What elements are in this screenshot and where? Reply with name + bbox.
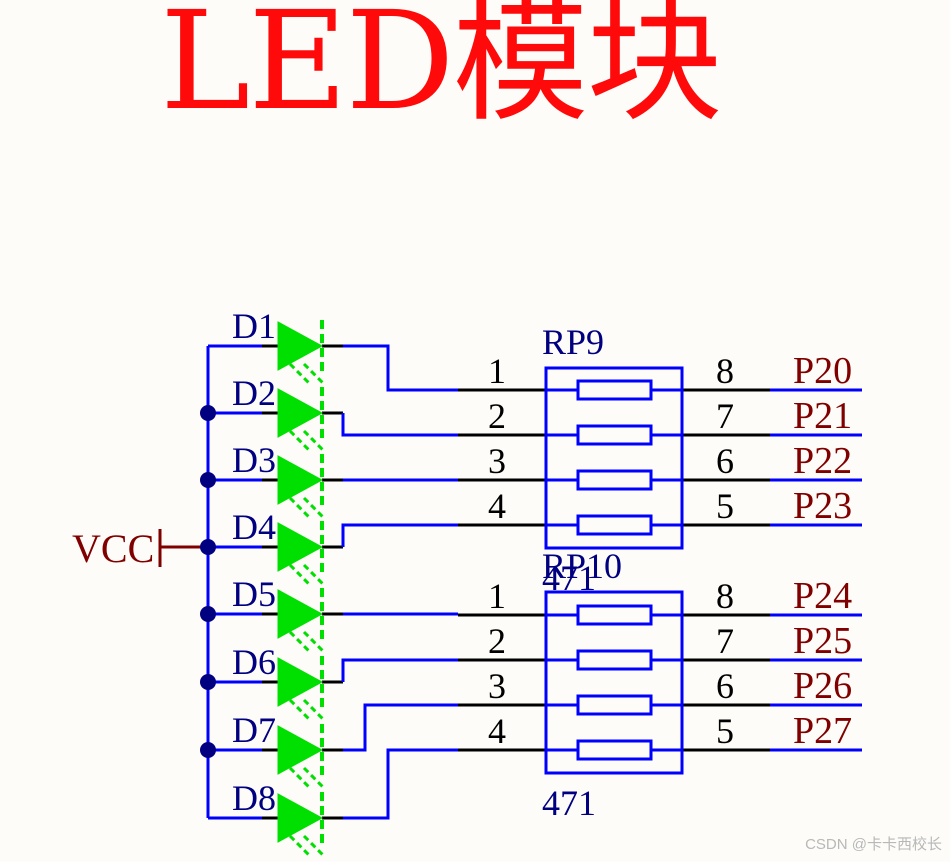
led-light-ray-icon xyxy=(302,698,326,722)
pin-number: 3 xyxy=(488,666,506,706)
components xyxy=(200,320,684,858)
led-body-icon xyxy=(277,589,324,639)
led-designator: D4 xyxy=(232,507,276,547)
junction-dot xyxy=(200,472,216,488)
pin-number: 6 xyxy=(716,666,734,706)
pin-number: 7 xyxy=(716,396,734,436)
net-label: P22 xyxy=(793,440,852,482)
led-light-ray-icon xyxy=(288,630,312,654)
resistor-element-icon xyxy=(576,739,653,761)
diagram-title: LED模块 xyxy=(160,0,723,141)
led-light-ray-icon xyxy=(302,834,326,858)
led-body-icon xyxy=(277,455,324,505)
led-light-ray-icon xyxy=(288,496,312,520)
pin-number: 8 xyxy=(716,576,734,616)
resistor-element-icon xyxy=(576,649,653,671)
resistor-element-icon xyxy=(576,514,653,536)
junction-dot xyxy=(200,405,216,421)
net-label: P24 xyxy=(793,575,852,617)
led-designator: D2 xyxy=(232,373,276,413)
resistor-pack-designator: RP10 xyxy=(542,546,622,586)
junction-dot xyxy=(200,674,216,690)
led-to-resistor-wire xyxy=(341,523,458,547)
pin-number: 7 xyxy=(716,621,734,661)
resistor-pack-designator: RP9 xyxy=(542,322,604,362)
junction-dot xyxy=(200,539,216,555)
led-body-icon xyxy=(277,522,324,572)
led-designator: D1 xyxy=(232,306,276,346)
led-light-ray-icon xyxy=(302,630,326,654)
led-light-ray-icon xyxy=(288,362,312,386)
led-light-ray-icon xyxy=(302,563,326,587)
watermark: CSDN @卡卡西校长 xyxy=(805,836,942,853)
led-to-resistor-wire xyxy=(343,703,458,752)
vcc-label: VCC xyxy=(72,526,154,571)
led-light-ray-icon xyxy=(288,563,312,587)
led-light-ray-icon xyxy=(302,429,326,453)
pin-number: 4 xyxy=(488,486,506,526)
led-light-ray-icon xyxy=(302,496,326,520)
led-light-ray-icon xyxy=(302,766,326,790)
led-to-resistor-wire xyxy=(341,658,458,682)
resistor-element-icon xyxy=(576,424,653,446)
net-label: P21 xyxy=(793,395,852,437)
led-to-resistor-wire xyxy=(343,748,458,820)
pin-number: 1 xyxy=(488,351,506,391)
pin-number: 4 xyxy=(488,711,506,751)
led-light-ray-icon xyxy=(288,429,312,453)
resistor-element-icon xyxy=(576,694,653,716)
led-designator: D6 xyxy=(232,642,276,682)
resistor-pack-value: 471 xyxy=(542,783,596,823)
led-designator: D8 xyxy=(232,778,276,818)
resistor-pack-outline xyxy=(544,366,684,550)
pin-number: 3 xyxy=(488,441,506,481)
led-to-resistor-wire xyxy=(341,413,458,437)
pin-number: 2 xyxy=(488,621,506,661)
led-to-resistor-wire xyxy=(343,344,458,392)
led-designator: D7 xyxy=(232,710,276,750)
resistor-element-icon xyxy=(576,604,653,626)
junction-dot xyxy=(200,742,216,758)
resistor-pack-outline xyxy=(544,590,684,775)
net-label: P25 xyxy=(793,620,852,662)
pin-number: 1 xyxy=(488,576,506,616)
net-label: P23 xyxy=(793,485,852,527)
led-body-icon xyxy=(277,657,324,707)
pin-number: 5 xyxy=(716,711,734,751)
led-designator: D5 xyxy=(232,574,276,614)
led-light-ray-icon xyxy=(288,698,312,722)
led-body-icon xyxy=(277,388,324,438)
led-light-ray-icon xyxy=(302,362,326,386)
led-light-ray-icon xyxy=(288,834,312,858)
pin-number: 2 xyxy=(488,396,506,436)
led-body-icon xyxy=(277,725,324,775)
resistor-element-icon xyxy=(576,469,653,491)
resistor-element-icon xyxy=(576,379,653,401)
led-body-icon xyxy=(277,321,324,371)
pin-number: 8 xyxy=(716,351,734,391)
net-label: P20 xyxy=(793,350,852,392)
net-label: P26 xyxy=(793,665,852,707)
wires xyxy=(158,344,862,820)
resistor-pack-value: 471 xyxy=(542,558,596,598)
led-designator: D3 xyxy=(232,440,276,480)
pin-number: 6 xyxy=(716,441,734,481)
pin-number: 5 xyxy=(716,486,734,526)
net-label: P27 xyxy=(793,710,852,752)
led-body-icon xyxy=(277,793,324,843)
junction-dot xyxy=(200,606,216,622)
led-light-ray-icon xyxy=(288,766,312,790)
